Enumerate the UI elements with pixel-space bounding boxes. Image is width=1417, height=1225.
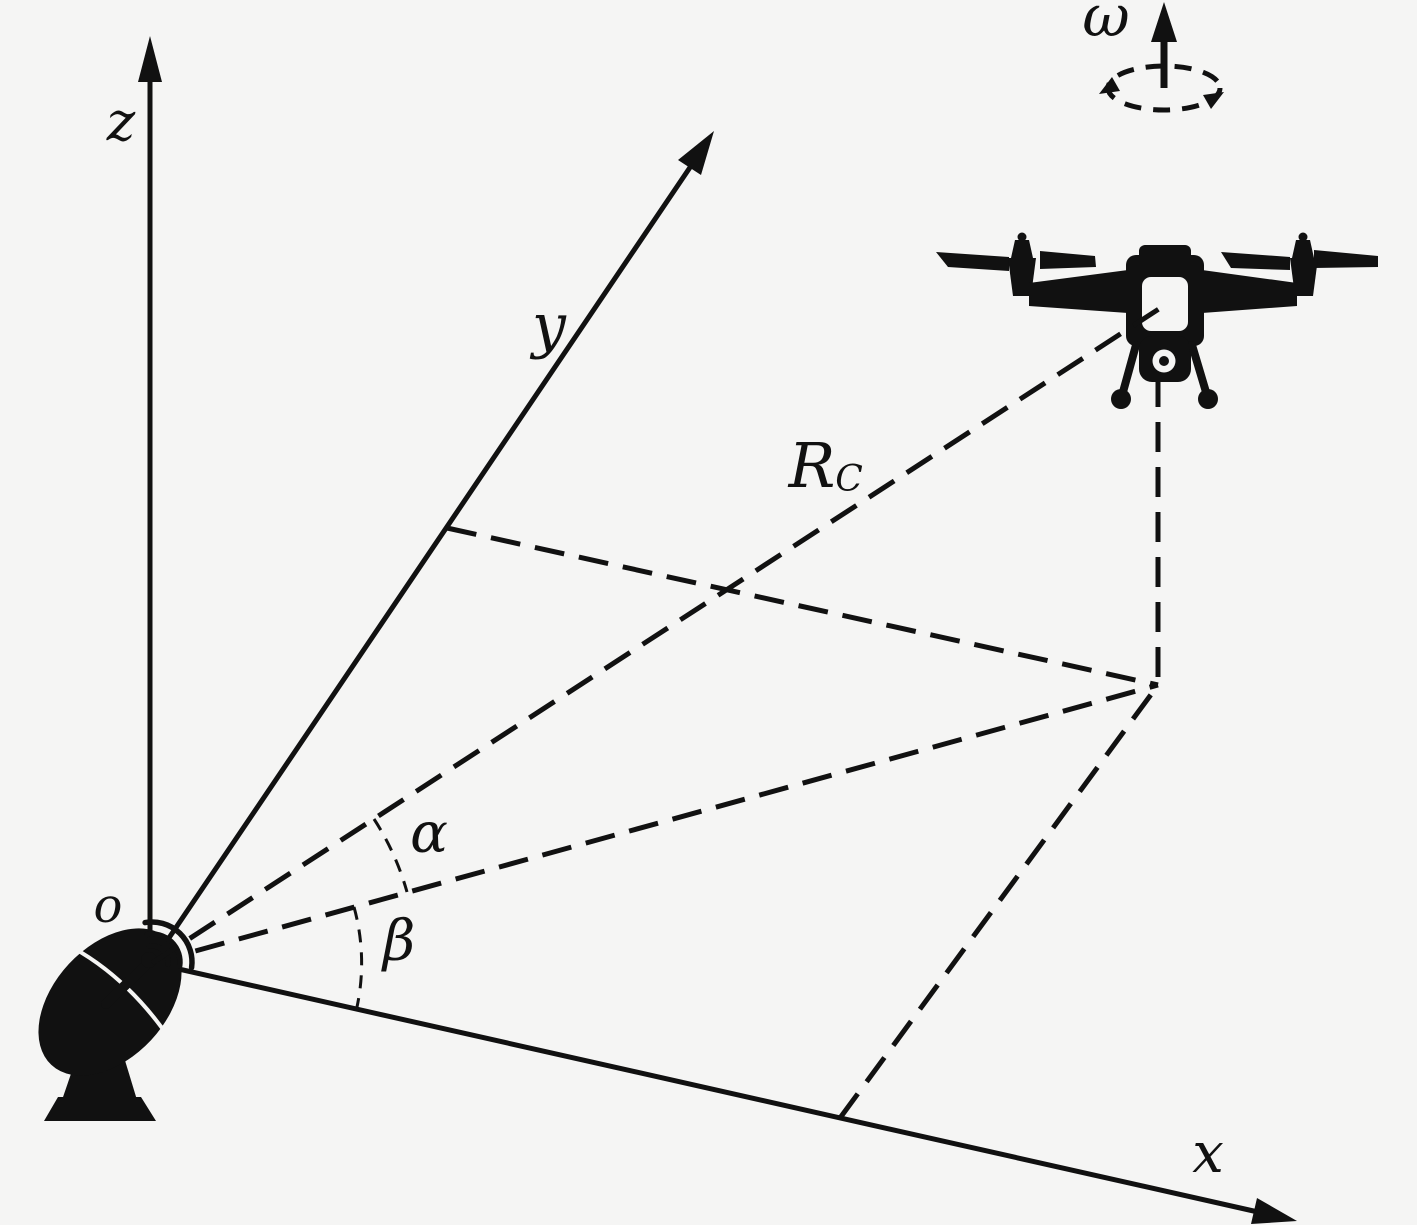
z-axis: [138, 36, 162, 966]
drone-arm: [1202, 270, 1297, 313]
origin-label: o: [94, 878, 123, 934]
slant-range-subscript: C: [835, 459, 863, 500]
slant-range-symbol: R: [788, 429, 836, 502]
radar-dish-icon: [38, 919, 195, 1121]
x-axis-line: [149, 960, 1261, 1215]
landing-leg: [1119, 341, 1140, 396]
drone-arm: [1029, 270, 1128, 313]
rotor-hub: [1292, 240, 1314, 258]
y-axis-label: y: [529, 291, 567, 361]
landing-foot: [1111, 389, 1131, 409]
propeller-blade-icon: [1221, 252, 1290, 270]
x-axis-arrowhead-icon: [1251, 1198, 1297, 1224]
drone-body-panel: [1142, 277, 1188, 331]
camera-lens-icon: [1159, 356, 1169, 366]
ground-projection-line: [151, 682, 1159, 966]
y-axis: [149, 131, 714, 966]
y-axis-arrowhead-icon: [678, 131, 714, 175]
rotation-arrowhead-icon: [1203, 92, 1224, 109]
propeller-blade-icon: [1040, 251, 1096, 269]
azimuth-angle-label: β: [381, 909, 415, 974]
azimuth-angle-arc: [352, 906, 364, 1008]
x-axis: [149, 960, 1297, 1224]
y-axis-line: [149, 157, 698, 966]
ground-plane-edge-from-x-axis: [837, 683, 1161, 1120]
landing-leg: [1188, 341, 1210, 396]
propeller-blade-icon: [1314, 250, 1378, 268]
radar-base: [44, 1097, 156, 1121]
radar-signal-arcs-icon: [142, 919, 195, 971]
angular-velocity-label: ω: [1082, 0, 1129, 50]
slant-range-line: [150, 302, 1167, 966]
ground-plane-edge-from-y-axis: [446, 525, 1159, 688]
radar-feed-arm: [101, 956, 155, 1009]
omega-axis-arrowhead-icon: [1151, 2, 1177, 42]
propeller-blade-icon: [936, 252, 1009, 271]
rotation-arrowhead-icon: [1099, 77, 1120, 94]
elevation-angle-label: α: [410, 801, 448, 866]
elevation-angle-arc: [372, 818, 409, 893]
landing-foot: [1198, 389, 1218, 409]
rotation-arrows-icon: [1099, 2, 1224, 113]
drone-icon: [936, 232, 1378, 409]
z-axis-arrowhead-icon: [138, 36, 162, 82]
rotor-hub: [1011, 240, 1033, 258]
slant-range-label: R C: [788, 429, 863, 502]
x-axis-label: x: [1192, 1121, 1224, 1186]
z-axis-label: z: [106, 90, 136, 153]
